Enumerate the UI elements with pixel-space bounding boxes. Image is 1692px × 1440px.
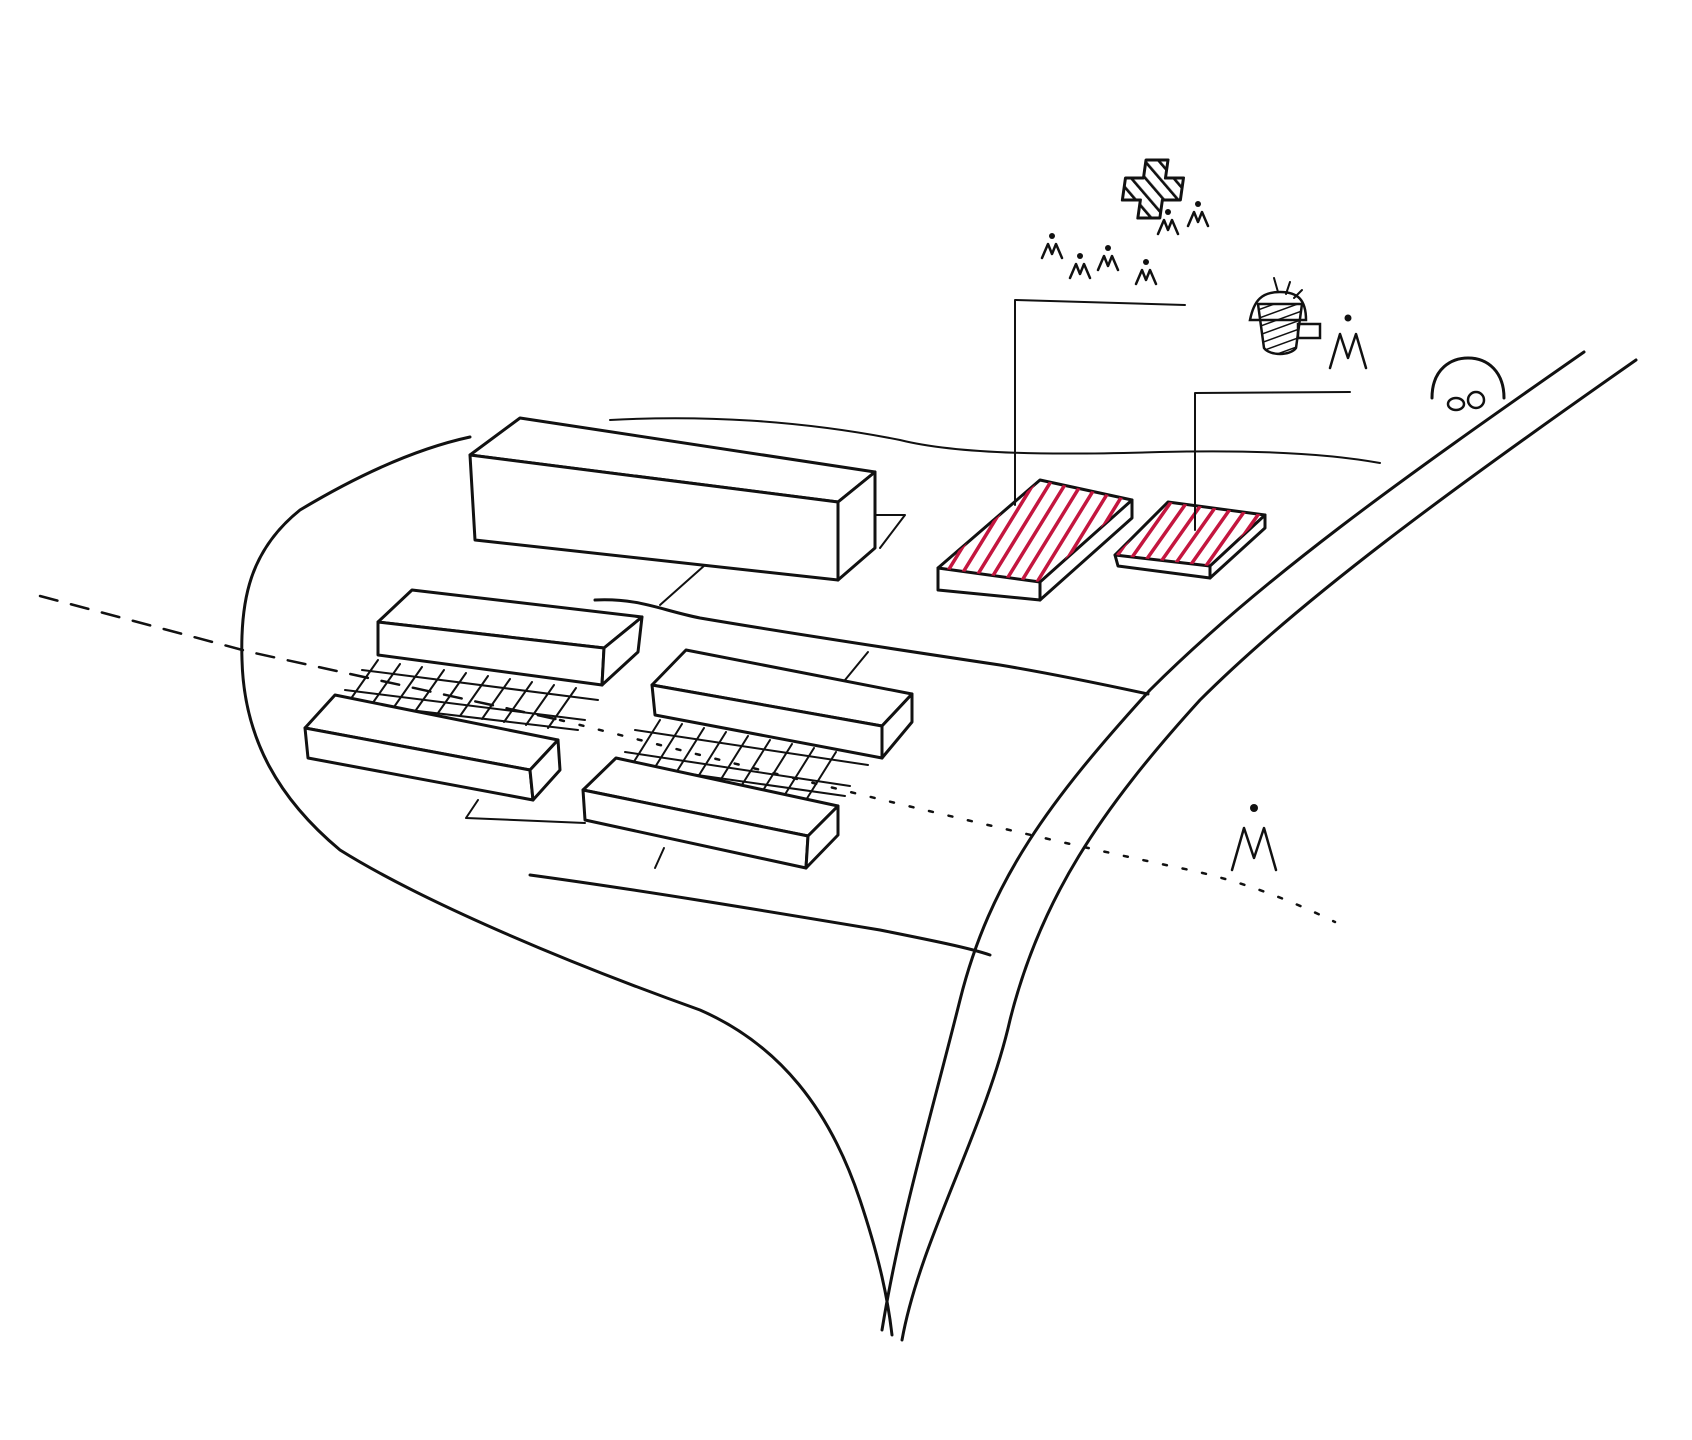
terrace-block-upper-right [650, 648, 914, 760]
site-boundary-outline [240, 435, 894, 1337]
connector-path-c [465, 799, 586, 824]
person-icon [1230, 804, 1278, 872]
large-building-block [468, 416, 906, 582]
main-road-right-edge [900, 358, 1638, 1342]
connector-path-d [654, 847, 665, 869]
callout-leader-large-plot [1014, 299, 1186, 506]
connector-path-b [844, 651, 869, 681]
person-icon [1328, 314, 1368, 370]
medical-cross-icon [1120, 158, 1185, 220]
hatched-plot-large [936, 478, 1134, 602]
person-icon [1096, 245, 1120, 272]
callout-leader-small-plot [1194, 391, 1351, 531]
person-icon [1186, 201, 1210, 228]
person-icon [1068, 253, 1092, 280]
car-icon [1430, 356, 1506, 412]
internal-road-upper [593, 598, 1150, 696]
terrace-pergola-left [341, 659, 599, 731]
person-icon-group-large-plot [1040, 201, 1210, 286]
person-icon [1134, 259, 1158, 286]
main-road-left-edge [880, 350, 1586, 1332]
connector-path-a [659, 564, 706, 606]
terrace-block-lower-left [303, 693, 562, 802]
person-icon [1156, 209, 1180, 236]
dashed-axis-line [38, 594, 562, 722]
terrace-block-upper-left [376, 588, 644, 687]
terrace-pergola-right [619, 719, 869, 801]
shopping-basket-icon [1248, 277, 1322, 356]
terrace-block-lower-right [581, 756, 840, 870]
person-icon [1040, 233, 1064, 260]
site-top-edge [609, 417, 1381, 464]
internal-road-lower [528, 873, 992, 957]
